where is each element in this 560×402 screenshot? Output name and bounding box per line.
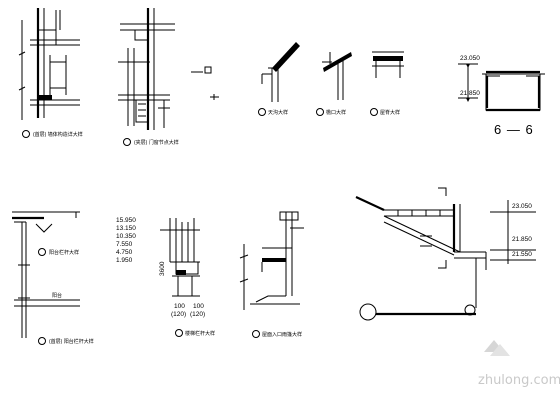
- stair-level-2: 13.150: [116, 225, 136, 232]
- detail-wall-section: [18, 8, 80, 120]
- elevation-right-top: 23.050: [512, 203, 532, 210]
- elevation-6-6-mid: 21.850: [460, 90, 480, 97]
- section-6-6: [458, 63, 545, 112]
- detail-marker-6: [38, 248, 46, 256]
- detail-marker-1: [22, 130, 30, 138]
- detail-window-node: [118, 8, 175, 130]
- detail-gutter: [261, 42, 300, 102]
- section-label-6-6: 6 — 6: [494, 122, 534, 137]
- dim-label-3: 100: [193, 303, 204, 310]
- caption-7: (首层) 阳台栏杆大样: [49, 338, 94, 345]
- detail-marker-large: [359, 303, 377, 321]
- caption-9: 屋面入口雨篷大样: [262, 331, 302, 338]
- stair-level-6: 1.950: [116, 257, 133, 264]
- watermark-text: zhulong.com: [478, 373, 560, 388]
- detail-marker-2: [123, 138, 131, 146]
- stair-level-4: 7.550: [116, 241, 133, 248]
- dim-label-4: (120): [190, 311, 205, 318]
- balcony-label: 阳台: [52, 292, 62, 299]
- caption-5: 屋脊大样: [380, 109, 400, 116]
- detail-marker-9: [252, 330, 260, 338]
- detail-eaves: [322, 52, 352, 100]
- caption-2: (夹层) 门窗节点大样: [134, 139, 179, 146]
- detail-marker-8: [175, 329, 183, 337]
- stair-dimension: 3600: [159, 261, 166, 276]
- detail-marker-4: [316, 108, 324, 116]
- detail-canopy: [239, 211, 304, 310]
- detail-marker-5: [370, 108, 378, 116]
- detail-marker-3: [258, 108, 266, 116]
- stair-level-1: 15.950: [116, 217, 136, 224]
- caption-1: (首层) 墙体构造详大样: [33, 131, 83, 138]
- caption-8: 楼梯栏杆大样: [185, 330, 215, 337]
- elevation-6-6-top: 23.050: [460, 55, 480, 62]
- stair-level-5: 4.750: [116, 249, 133, 256]
- caption-6: 阳台栏杆大样: [49, 249, 79, 256]
- caption-4: 檐口大样: [326, 109, 346, 116]
- stair-level-3: 10.350: [116, 233, 136, 240]
- watermark-logo: [484, 340, 510, 356]
- elevation-right-bot: 21.550: [512, 251, 532, 258]
- elevation-right-mid: 21.850: [512, 236, 532, 243]
- detail-ridge: [372, 51, 404, 78]
- dim-label-2: (120): [171, 311, 186, 318]
- detail-stair-railing: [160, 218, 200, 297]
- detail-balcony-railing: [12, 211, 80, 338]
- detail-marker-7: [38, 337, 46, 345]
- detail-small-sketches: [191, 66, 219, 100]
- caption-3: 天沟大样: [268, 109, 288, 116]
- dim-label-1: 100: [174, 303, 185, 310]
- detail-roof-section: [355, 187, 536, 316]
